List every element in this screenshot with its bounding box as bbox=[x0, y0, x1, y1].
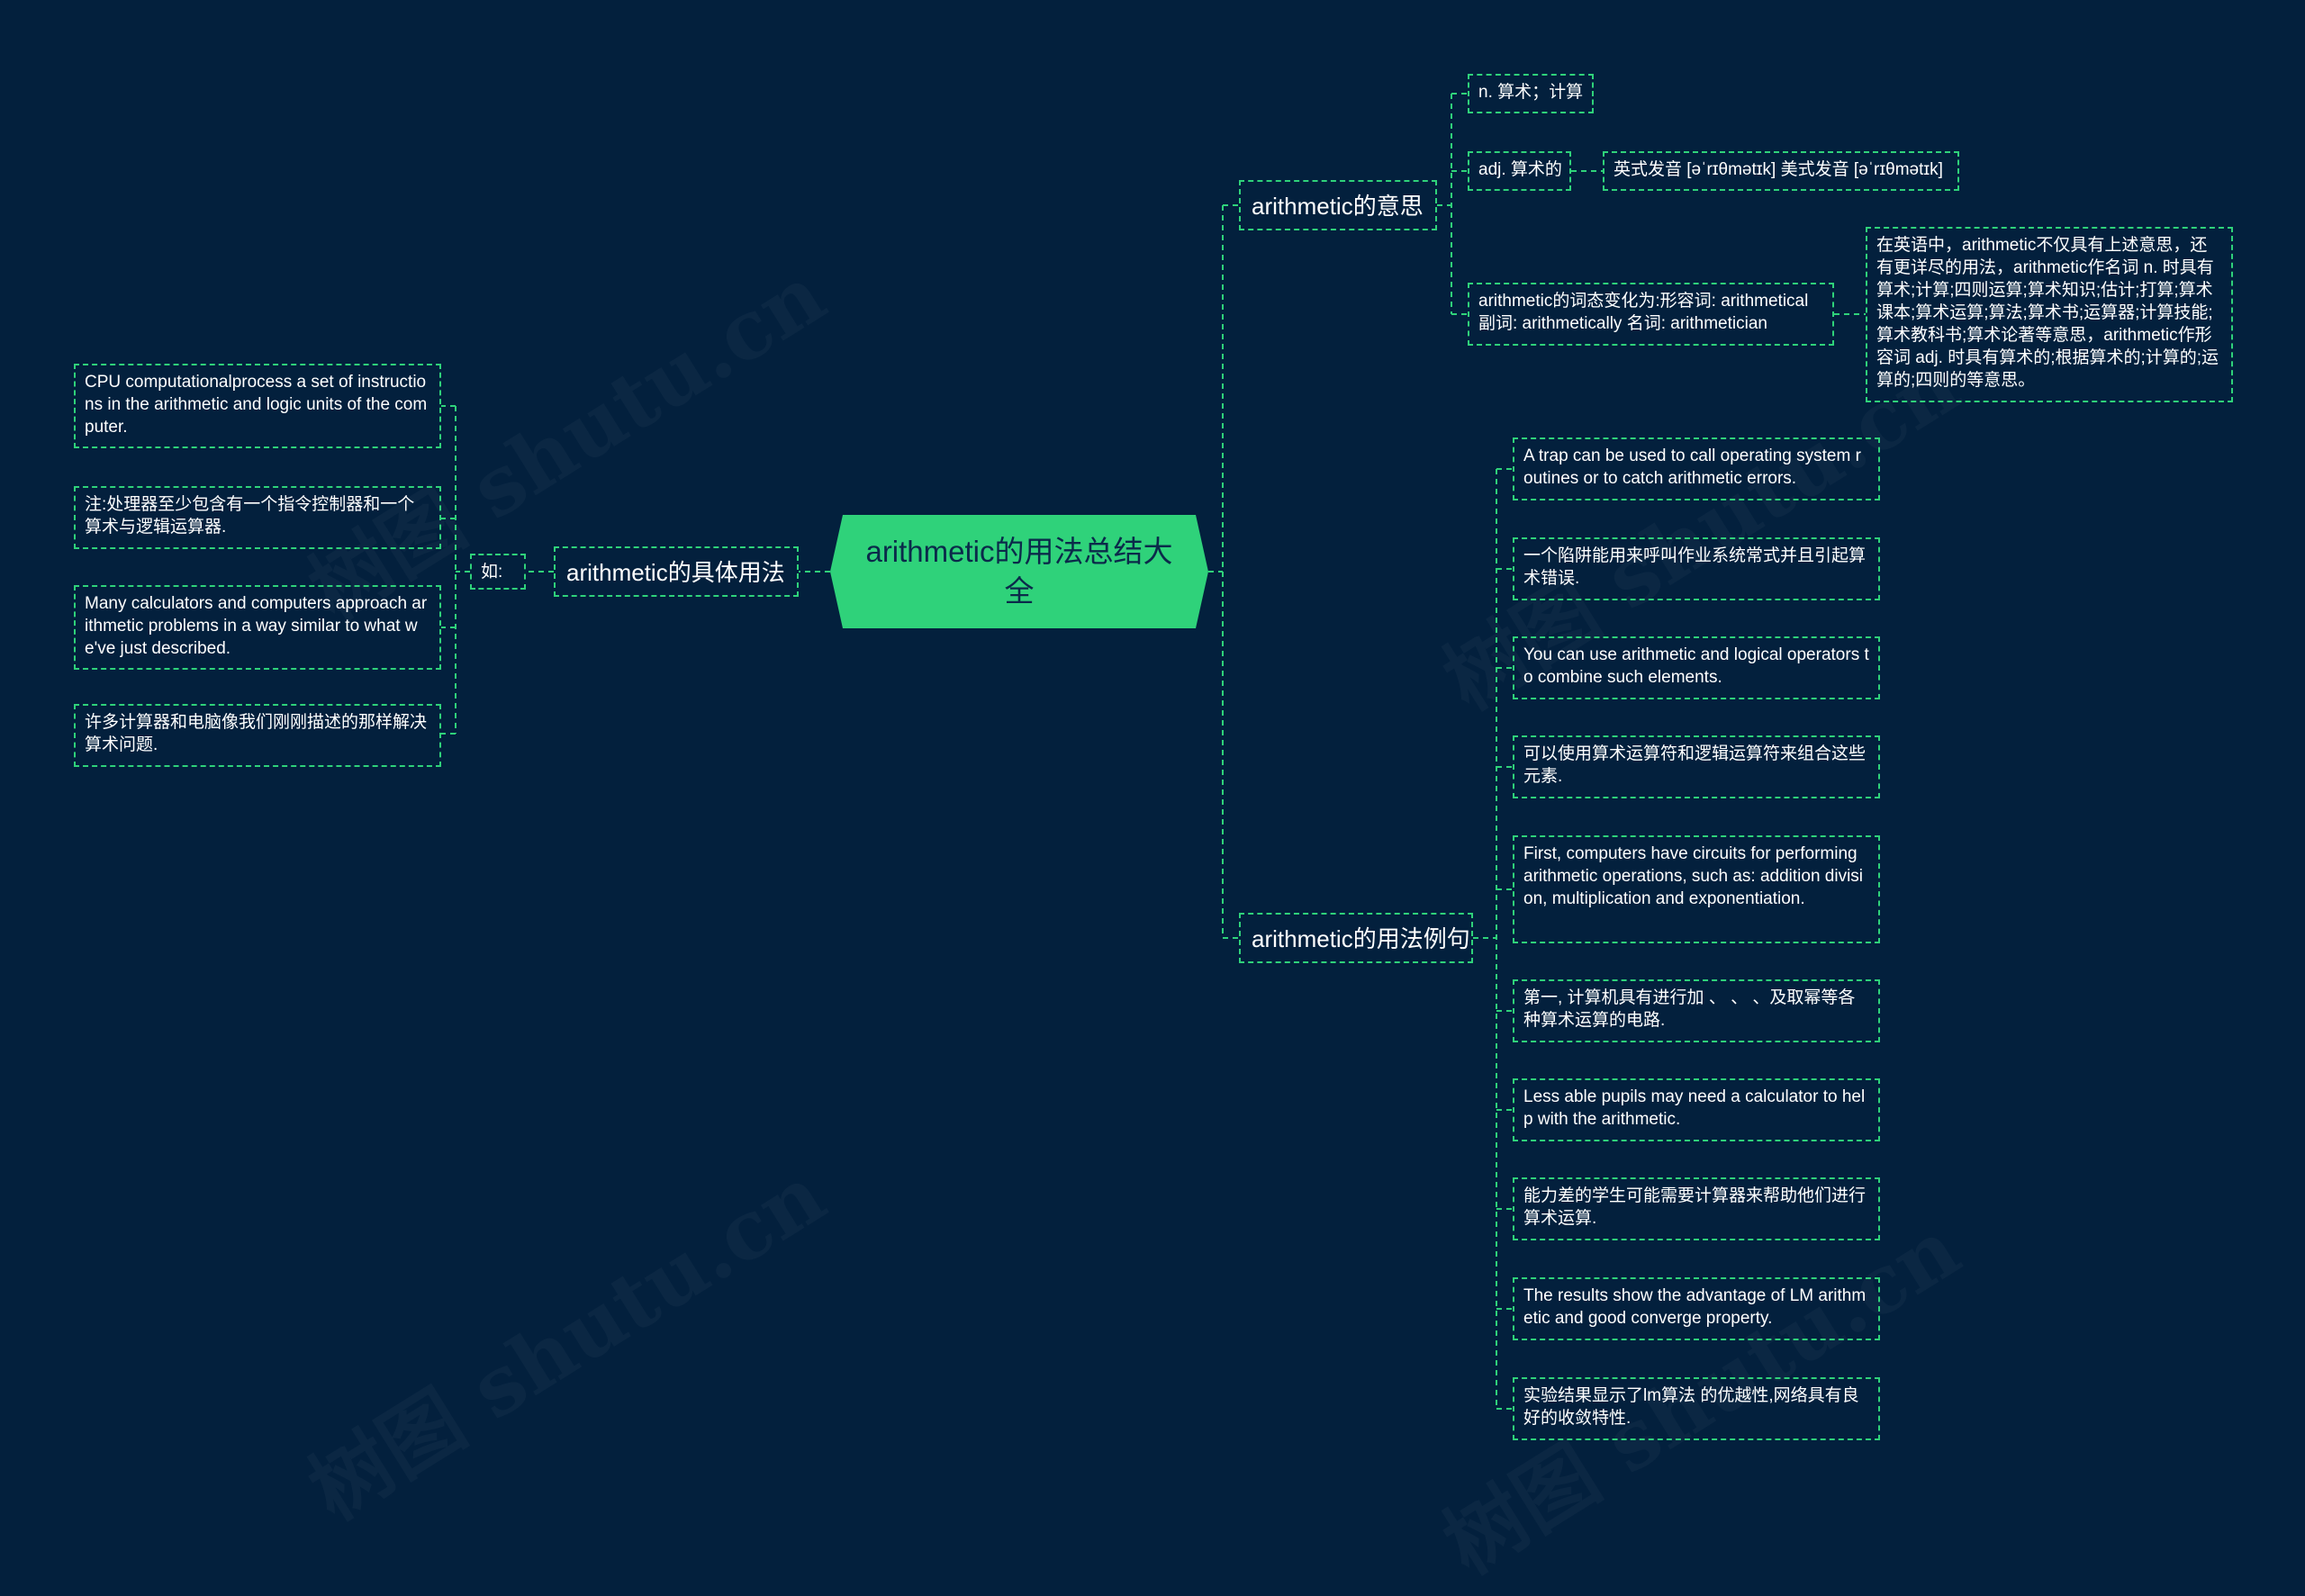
example-sentence[interactable]: A trap can be used to call operating sys… bbox=[1513, 437, 1880, 500]
example-sentence[interactable]: First, computers have circuits for perfo… bbox=[1513, 835, 1880, 943]
usage-connector[interactable]: 如: bbox=[470, 554, 526, 590]
example-sentence[interactable]: 实验结果显示了lm算法 的优越性,网络具有良好的收敛特性. bbox=[1513, 1377, 1880, 1440]
meaning-detail[interactable]: 在英语中，arithmetic不仅具有上述意思，还有更详尽的用法，arithme… bbox=[1866, 227, 2233, 402]
example-sentence[interactable]: The results show the advantage of LM ari… bbox=[1513, 1277, 1880, 1340]
example-sentence[interactable]: 第一, 计算机具有进行加 、 、 、及取幂等各种算术运算的电路. bbox=[1513, 979, 1880, 1042]
meaning-adj[interactable]: adj. 算术的 bbox=[1468, 151, 1571, 191]
meaning-word-forms[interactable]: arithmetic的词态变化为:形容词: arithmetical 副词: a… bbox=[1468, 283, 1834, 346]
usage-item[interactable]: 许多计算器和电脑像我们刚刚描述的那样解决算术问题. bbox=[74, 704, 441, 767]
branch-meaning[interactable]: arithmetic的意思 bbox=[1239, 180, 1437, 230]
example-sentence[interactable]: 一个陷阱能用来呼叫作业系统常式并且引起算术错误. bbox=[1513, 537, 1880, 600]
meaning-pronunciation[interactable]: 英式发音 [əˈrɪθmətɪk] 美式发音 [əˈrɪθmətɪk] bbox=[1603, 151, 1959, 191]
example-sentence[interactable]: 能力差的学生可能需要计算器来帮助他们进行算术运算. bbox=[1513, 1177, 1880, 1240]
connector-lines bbox=[441, 93, 1866, 1410]
branch-examples[interactable]: arithmetic的用法例句 bbox=[1239, 913, 1473, 963]
meaning-noun[interactable]: n. 算术；计算 bbox=[1468, 74, 1594, 113]
example-sentence[interactable]: You can use arithmetic and logical opera… bbox=[1513, 636, 1880, 699]
root-topic[interactable]: arithmetic的用法总结大全 bbox=[830, 515, 1208, 628]
usage-item[interactable]: Many calculators and computers approach … bbox=[74, 585, 441, 670]
usage-item[interactable]: 注:处理器至少包含有一个指令控制器和一个算术与逻辑运算器. bbox=[74, 486, 441, 549]
usage-item[interactable]: CPU computationalprocess a set of instru… bbox=[74, 364, 441, 448]
example-sentence[interactable]: Less able pupils may need a calculator t… bbox=[1513, 1078, 1880, 1141]
branch-usage[interactable]: arithmetic的具体用法 bbox=[554, 546, 799, 597]
example-sentence[interactable]: 可以使用算术运算符和逻辑运算符来组合这些元素. bbox=[1513, 735, 1880, 798]
